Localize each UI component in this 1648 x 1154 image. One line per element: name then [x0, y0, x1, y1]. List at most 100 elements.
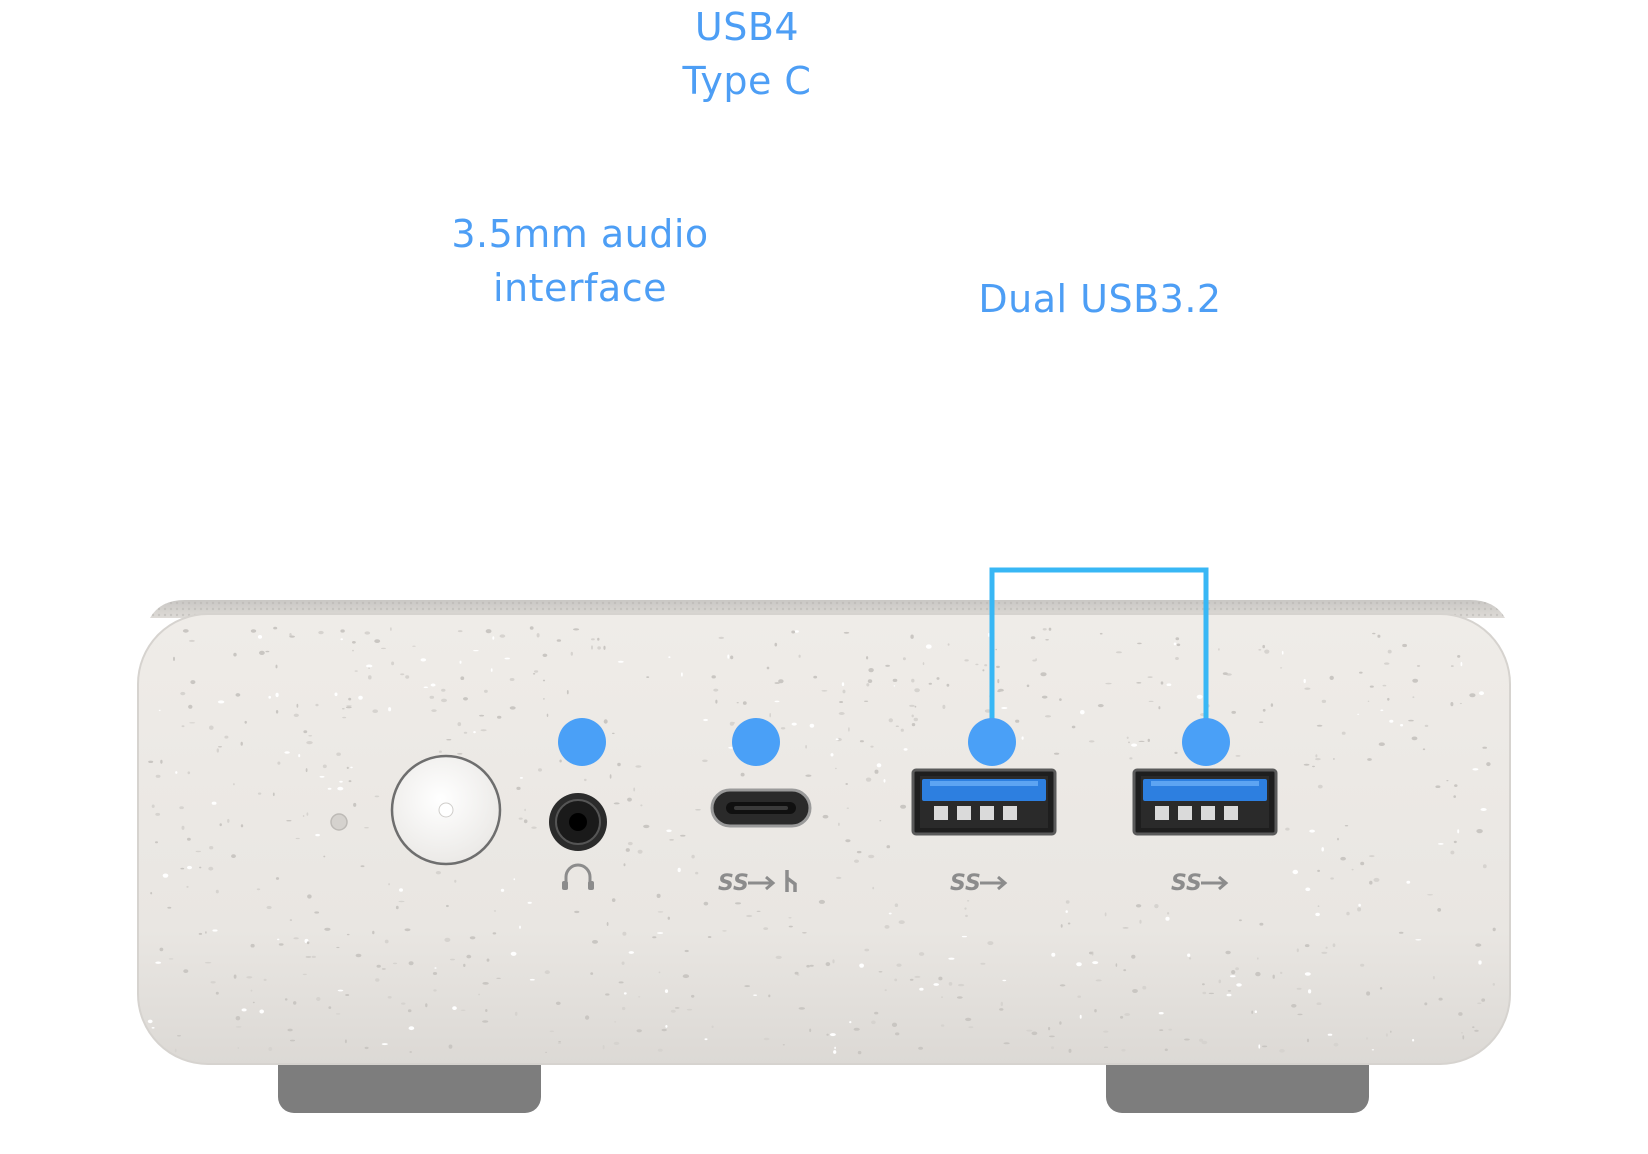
speckle: [956, 996, 963, 999]
speckle: [766, 666, 770, 670]
speckle: [867, 679, 873, 683]
speckle: [1315, 758, 1321, 761]
speckle: [360, 865, 365, 868]
speckle: [237, 1047, 240, 1049]
speckle: [1124, 1013, 1131, 1016]
power-button[interactable]: [390, 754, 502, 866]
speckle: [391, 661, 395, 666]
speckle: [925, 644, 932, 649]
speckle: [1315, 754, 1318, 758]
speckle: [592, 940, 598, 944]
speckle: [298, 754, 301, 758]
speckle: [664, 989, 669, 993]
speckle: [497, 715, 502, 719]
speckle: [947, 643, 950, 646]
speckle: [364, 827, 369, 829]
speckle: [805, 774, 812, 777]
usb-c-port[interactable]: [710, 788, 812, 828]
speckle: [208, 866, 214, 871]
speckle: [584, 778, 587, 782]
speckle: [1321, 699, 1327, 704]
speckle: [707, 936, 712, 938]
speckle: [611, 732, 615, 735]
speckle: [1458, 1012, 1463, 1016]
speckle: [147, 1019, 153, 1024]
speckle: [412, 645, 416, 647]
speckle: [885, 664, 890, 667]
speckle: [866, 683, 870, 687]
speckle: [1424, 1002, 1428, 1006]
speckle: [1303, 763, 1310, 766]
speckle: [1450, 665, 1454, 667]
speckle: [523, 819, 528, 824]
speckle: [894, 978, 898, 982]
speckle: [1308, 989, 1312, 994]
speckle: [180, 691, 186, 696]
usbc-ss-logo: SS: [718, 871, 776, 896]
speckle: [843, 631, 850, 634]
usb-a-port-left[interactable]: [911, 768, 1057, 836]
speckle: [524, 808, 526, 812]
speckle: [278, 943, 284, 946]
callout-audio-line1: 3.5mm audio: [451, 212, 709, 256]
speckle: [1255, 971, 1261, 977]
speckle: [809, 1028, 812, 1033]
speckle: [364, 631, 371, 635]
speckle: [914, 705, 917, 708]
speckle: [566, 690, 569, 695]
speckle: [909, 704, 915, 707]
speckle: [613, 802, 620, 805]
speckle: [1236, 983, 1242, 987]
speckle: [681, 672, 683, 677]
speckle: [910, 634, 914, 639]
speckle: [621, 961, 625, 965]
speckle: [233, 974, 237, 979]
speckle: [296, 703, 299, 708]
speckle: [1103, 1046, 1109, 1048]
speckle: [420, 658, 427, 662]
speckle: [1292, 869, 1299, 875]
speckle: [345, 706, 352, 709]
speckle: [345, 994, 350, 996]
speckle: [1135, 904, 1142, 908]
speckle: [244, 720, 247, 724]
speckle: [519, 777, 524, 779]
speckle: [1003, 1042, 1010, 1045]
speckle: [187, 771, 191, 775]
speckle: [1438, 997, 1443, 1001]
speckle: [195, 850, 201, 853]
speckle: [1184, 1038, 1190, 1041]
speckle: [1475, 943, 1482, 947]
speckle: [896, 963, 902, 967]
speckle: [463, 697, 468, 701]
speckle: [190, 680, 196, 685]
speckle: [158, 709, 161, 712]
speckle: [841, 682, 845, 687]
speckle: [1327, 1033, 1333, 1036]
speckle: [964, 907, 967, 910]
svg-text:SS: SS: [1171, 871, 1202, 896]
speckle: [183, 969, 189, 973]
usb-a-port-right[interactable]: [1132, 768, 1278, 836]
speckle: [479, 714, 485, 717]
speckle: [463, 963, 466, 968]
speckle: [1166, 683, 1172, 686]
speckle: [637, 849, 643, 854]
speckle: [205, 931, 207, 934]
speckle: [1369, 855, 1375, 858]
speckle: [806, 964, 810, 968]
speckle: [936, 677, 940, 680]
audio-jack[interactable]: [549, 793, 607, 851]
speckle: [627, 797, 632, 802]
speckle: [746, 914, 753, 918]
speckle: [514, 1011, 518, 1016]
speckle: [1415, 939, 1422, 941]
speckle: [518, 817, 523, 820]
speckle: [780, 727, 786, 730]
speckle: [798, 654, 801, 658]
speckle: [1065, 910, 1068, 913]
speckle: [490, 668, 493, 672]
speckle: [557, 1042, 562, 1044]
speckle: [638, 996, 641, 998]
speckle: [1202, 983, 1205, 986]
